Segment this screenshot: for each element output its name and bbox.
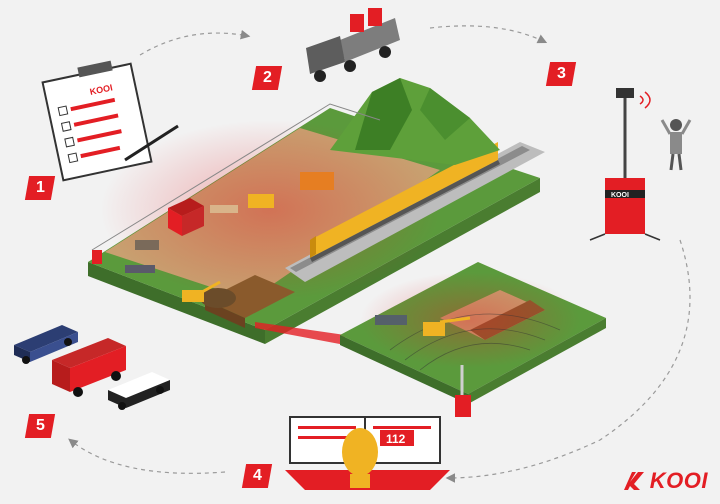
intruder-figure xyxy=(660,119,692,171)
checklist xyxy=(57,97,122,164)
step-badge-1: 1 xyxy=(24,176,56,200)
delivery-truck xyxy=(306,8,400,82)
material-stack xyxy=(210,205,238,213)
camera-tower: KOOI xyxy=(589,88,661,241)
material-stack-2 xyxy=(135,240,159,250)
logo-mark-icon xyxy=(623,472,644,490)
pen xyxy=(124,124,179,162)
material-stack-3 xyxy=(125,265,155,273)
zoom-connector xyxy=(255,322,345,345)
train xyxy=(310,142,500,262)
arrow-3-to-4 xyxy=(445,239,691,483)
detail-excavator xyxy=(423,322,445,336)
tower-brand: KOOI xyxy=(611,192,629,199)
brand-logo: KOOI xyxy=(622,468,708,494)
police-car-1 xyxy=(14,325,78,364)
excavation-pit xyxy=(200,275,295,328)
step-badge-2: 2 xyxy=(251,66,283,90)
step-badge-3: 3 xyxy=(545,62,577,86)
monitoring-station: 112 xyxy=(285,416,450,490)
detail-platform xyxy=(340,262,606,417)
clipboard: KOOI xyxy=(41,60,179,182)
dump-truck xyxy=(300,172,334,190)
arrow-4-to-5 xyxy=(68,438,226,474)
step-badge-4: 4 xyxy=(241,464,273,488)
excavator xyxy=(182,280,221,302)
arrow-2-to-3 xyxy=(429,25,548,44)
logo-text: KOOI xyxy=(649,468,708,493)
site-office xyxy=(168,198,204,236)
workflow-arrows xyxy=(68,25,691,483)
step-number: 4 xyxy=(252,467,262,484)
emergency-vehicles xyxy=(14,325,170,410)
camera-post xyxy=(92,250,102,264)
fire-truck xyxy=(52,338,126,397)
step-number: 2 xyxy=(262,69,272,86)
clipboard-brand: KOOI xyxy=(89,82,114,97)
step-number: 1 xyxy=(35,179,45,196)
arrow-1-to-2 xyxy=(139,29,251,56)
mountain xyxy=(330,78,500,165)
step-badge-5: 5 xyxy=(24,414,56,438)
emergency-number: 112 xyxy=(386,432,406,446)
police-car-2 xyxy=(108,372,170,410)
bulldozer xyxy=(248,194,274,208)
construction-site xyxy=(88,78,545,344)
pipe-stack xyxy=(375,315,407,325)
detail-camera-unit xyxy=(455,395,471,417)
step-number: 3 xyxy=(556,65,566,82)
step-number: 5 xyxy=(35,417,45,434)
